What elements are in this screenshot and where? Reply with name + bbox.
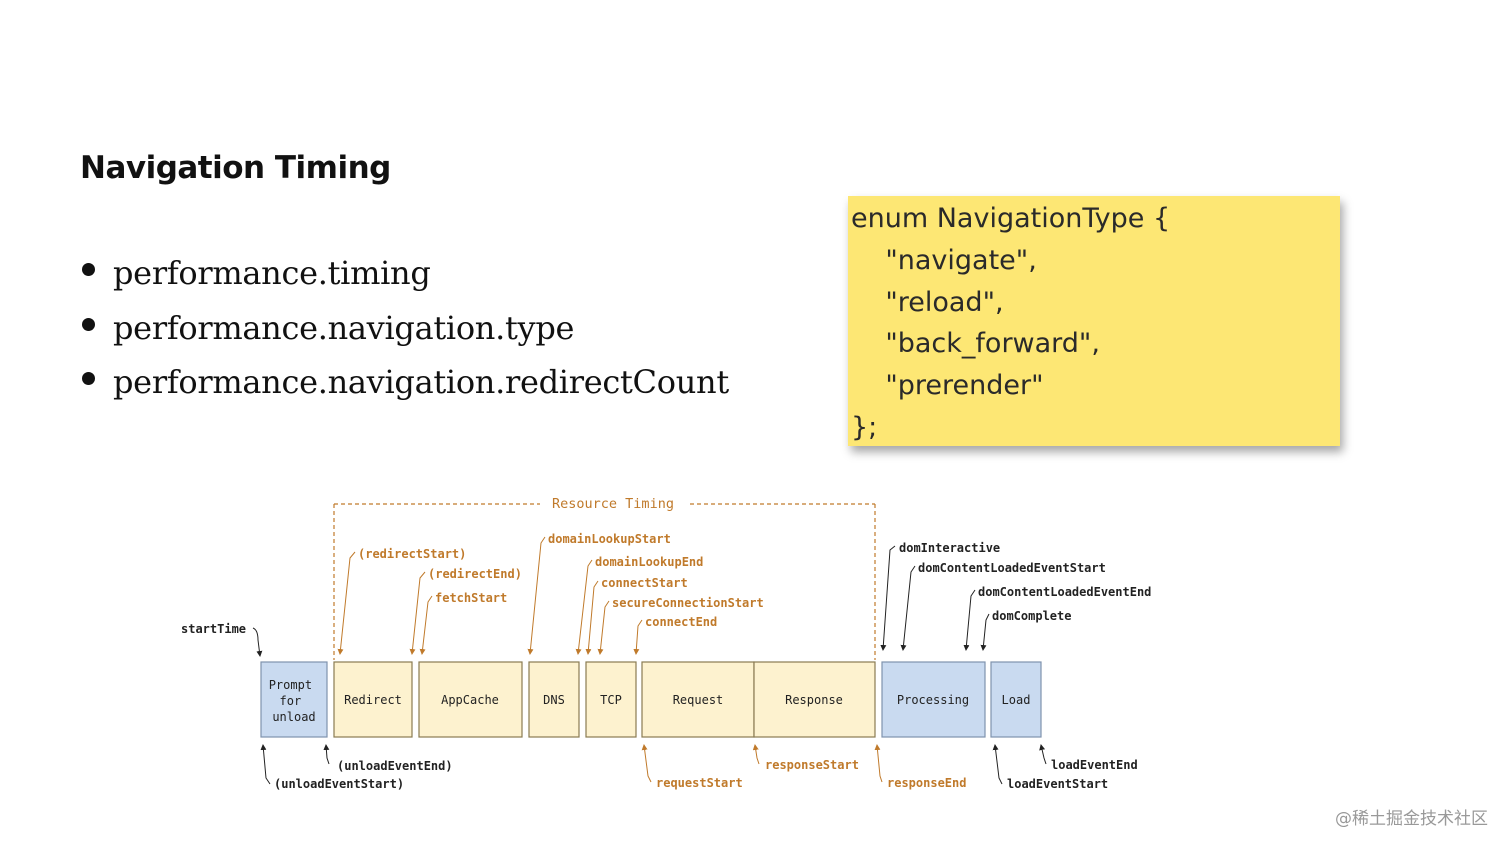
resource-timing-label: Resource Timing <box>552 496 674 512</box>
tcp-label: TCP <box>600 693 622 707</box>
navigation-type-enum-code: enum NavigationType { "navigate", "reloa… <box>851 203 1171 443</box>
response-end-label: responseEnd <box>887 776 966 790</box>
response-start-label: responseStart <box>765 758 859 772</box>
tcp-box <box>585 661 637 738</box>
load-event-start-arrow <box>992 744 1003 785</box>
domain-lookup-end-label: domainLookupEnd <box>595 555 703 569</box>
request-start-arrow <box>641 744 652 783</box>
prompt-for-unload-box <box>260 661 328 738</box>
navigation-type-sticky-note: enum NavigationType { "navigate", "reloa… <box>848 196 1340 446</box>
start-time-arrow <box>252 627 263 657</box>
dns-label: DNS <box>543 693 565 707</box>
unload-event-start-label: (unloadEventStart) <box>274 777 404 791</box>
bullet-item: performance.timing <box>80 250 729 305</box>
load-event-end-arrow <box>1039 744 1047 765</box>
unload-event-end-arrow <box>323 744 330 765</box>
redirect-box <box>333 661 413 738</box>
response-end-arrow <box>874 744 883 783</box>
bullet-dot <box>82 263 95 276</box>
response-label: Response <box>785 693 843 707</box>
start-time-label: startTime <box>181 622 246 636</box>
bullet-dot <box>82 372 95 385</box>
processing-box <box>881 661 986 738</box>
bullet-text: performance.navigation.redirectCount <box>113 363 729 401</box>
request-box <box>641 661 755 738</box>
fetch-start-arrow <box>419 595 433 655</box>
top-browser-events: startTime domInteractive domContentLoade… <box>181 541 1151 657</box>
dom-content-loaded-end-arrow <box>963 589 976 651</box>
redirect-start-label: (redirectStart) <box>358 547 466 561</box>
domain-lookup-start-arrow <box>527 536 546 655</box>
connect-start-arrow <box>585 580 599 655</box>
top-network-events: (redirectStart) (redirectEnd) fetchStart… <box>337 532 764 655</box>
request-start-label: requestStart <box>656 776 743 790</box>
secure-connection-start-label: secureConnectionStart <box>612 596 764 610</box>
slide-title: Navigation Timing <box>80 150 391 186</box>
dom-content-loaded-start-label: domContentLoadedEventStart <box>918 561 1106 575</box>
bullet-item: performance.navigation.redirectCount <box>80 359 729 414</box>
unload-event-end-label: (unloadEventEnd) <box>337 759 453 773</box>
redirect-label: Redirect <box>344 693 402 707</box>
load-event-start-label: loadEventStart <box>1007 777 1108 791</box>
resource-timing-bracket: Resource Timing <box>333 496 876 660</box>
connect-start-label: connectStart <box>601 576 688 590</box>
bullet-text: performance.navigation.type <box>113 308 575 347</box>
dom-complete-label: domComplete <box>992 609 1071 623</box>
load-label: Load <box>1002 693 1031 707</box>
response-start-arrow <box>752 744 760 765</box>
load-box <box>990 661 1042 738</box>
appcache-box <box>418 661 523 738</box>
dom-interactive-arrow <box>880 545 896 651</box>
load-event-end-label: loadEventEnd <box>1051 758 1138 772</box>
processing-label: Processing <box>897 693 969 707</box>
appcache-label: AppCache <box>441 693 499 707</box>
secure-connection-start-arrow <box>597 600 610 655</box>
bullet-item: performance.navigation.type <box>80 305 729 360</box>
request-label: Request <box>673 693 724 707</box>
redirect-end-arrow <box>409 571 426 655</box>
fetch-start-label: fetchStart <box>435 591 507 605</box>
phase-boxes: Prompt for unload Redirect AppCache DNS … <box>260 661 1042 738</box>
watermark: @稀土掘金技术社区 <box>1335 809 1488 829</box>
dom-content-loaded-start-arrow <box>900 565 916 651</box>
bullet-dot <box>82 317 95 331</box>
dom-complete-arrow <box>980 613 990 651</box>
dns-box <box>528 661 580 738</box>
connect-end-label: connectEnd <box>645 615 717 629</box>
bullet-list: performance.timing performance.navigatio… <box>80 250 729 414</box>
unload-event-start-arrow <box>260 744 271 785</box>
prompt-for-unload-label: Prompt for unload <box>269 678 320 724</box>
redirect-end-label: (redirectEnd) <box>428 567 522 581</box>
response-box <box>753 661 876 738</box>
redirect-start-arrow <box>337 551 356 655</box>
bottom-events: (unloadEventEnd) (unloadEventStart) requ… <box>260 744 1138 791</box>
bullet-text: performance.timing <box>113 254 431 292</box>
dom-interactive-label: domInteractive <box>899 541 1000 555</box>
domain-lookup-start-label: domainLookupStart <box>548 532 671 546</box>
connect-end-arrow <box>633 619 643 655</box>
domain-lookup-end-arrow <box>575 559 593 655</box>
dom-content-loaded-end-label: domContentLoadedEventEnd <box>978 585 1151 599</box>
